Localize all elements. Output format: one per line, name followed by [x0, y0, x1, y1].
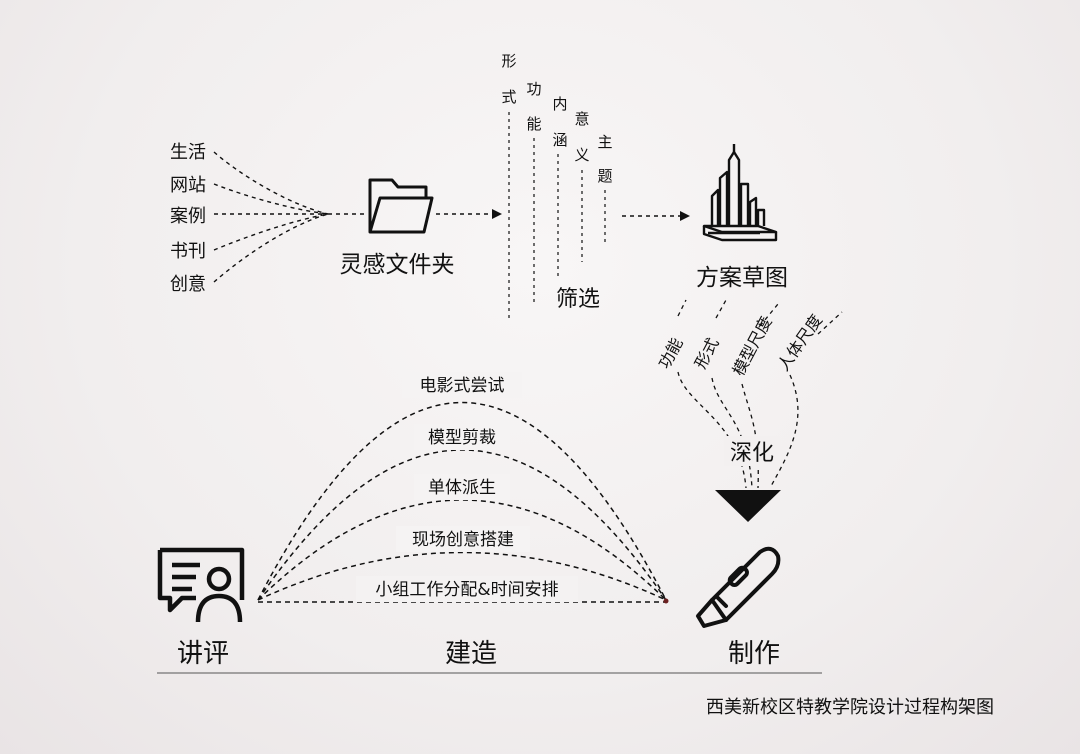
criterion-0-char-0: 形	[501, 52, 516, 70]
deepen-lines	[677, 299, 843, 489]
arc-labels: 电影式尝试 模型剪裁 单体派生 现场创意搭建 小组工作分配&时间安排	[356, 372, 578, 602]
deepen-line	[677, 299, 687, 317]
build-arcs	[257, 402, 667, 603]
arc-3	[257, 551, 667, 601]
criterion-4-char-1: 题	[597, 167, 612, 185]
criterion-2-char-1: 涵	[552, 131, 567, 149]
source-label-2: 案例	[170, 206, 206, 227]
arc-label-1: 模型剪裁	[428, 428, 496, 448]
folder-icon	[368, 178, 434, 234]
criterion-0-char-1: 式	[501, 88, 516, 106]
sources-group: 生活 网站 案例 书刊 创意	[170, 142, 206, 295]
arc-1	[257, 449, 667, 601]
deepen-criterion-3: 人体尺度	[774, 311, 826, 374]
deepen-line	[711, 377, 753, 489]
deepen-line	[741, 383, 759, 489]
city-skyline-book-icon	[702, 144, 778, 242]
deepen-line	[769, 374, 799, 489]
deepen-criterion-1: 形式	[691, 335, 723, 372]
diagram-caption: 西美新校区特教学院设计过程构架图	[706, 697, 994, 718]
deepen-criterion-0: 功能	[655, 335, 687, 372]
criterion-3-char-1: 义	[574, 146, 589, 164]
criterion-3-char-0: 意	[574, 110, 589, 128]
sketch-label: 方案草图	[696, 265, 788, 291]
arc-label-0: 电影式尝试	[420, 376, 505, 396]
arc-label-bg	[396, 526, 530, 552]
deepen-line	[677, 371, 747, 489]
criterion-4-char-0: 主	[597, 133, 612, 151]
converge-line	[213, 183, 329, 215]
arc-end-dot	[663, 598, 669, 604]
arc-label-4: 小组工作分配&时间安排	[375, 580, 558, 600]
deepen-line	[817, 311, 843, 335]
arc-label-2: 单体派生	[428, 478, 496, 498]
filter-label: 筛选	[556, 287, 600, 312]
arc-2	[257, 499, 667, 601]
source-label-3: 书刊	[170, 241, 206, 262]
deepen-criterion-2: 模型尺度	[729, 313, 776, 378]
deepen-line	[715, 299, 727, 319]
source-label-1: 网站	[170, 175, 206, 196]
deepen-label: 深化	[730, 441, 774, 466]
stage-build-label: 建造	[445, 639, 497, 669]
source-label-0: 生活	[170, 142, 206, 163]
arc-label-bg	[414, 474, 510, 500]
converge-line	[213, 151, 329, 215]
converge-line	[213, 213, 329, 283]
arc-0	[257, 402, 667, 601]
arc-label-bg	[402, 372, 522, 398]
stage-make-label: 制作	[728, 639, 780, 669]
deepen-label-bg	[724, 436, 780, 466]
source-label-4: 创意	[170, 274, 206, 295]
folder-label: 灵感文件夹	[340, 252, 455, 278]
criterion-1-char-1: 能	[526, 115, 541, 133]
funnel-triangle-icon	[715, 490, 781, 522]
arc-label-bg	[356, 576, 578, 602]
filter-lines	[508, 112, 606, 322]
stage-review-label: 讲评	[177, 639, 229, 669]
presentation-screen-icon	[157, 547, 245, 623]
deepen-criteria: 功能 形式 模型尺度 人体尺度	[655, 311, 826, 379]
utility-knife-icon	[696, 546, 781, 628]
arc-label-3: 现场创意搭建	[412, 530, 514, 550]
source-converge-lines	[213, 151, 366, 283]
filter-criteria: 形 式 功 能 内 涵 意 义 主 题	[501, 52, 612, 185]
arc-label-bg	[414, 424, 510, 450]
criterion-1-char-0: 功	[526, 80, 541, 98]
criterion-2-char-0: 内	[552, 95, 567, 113]
